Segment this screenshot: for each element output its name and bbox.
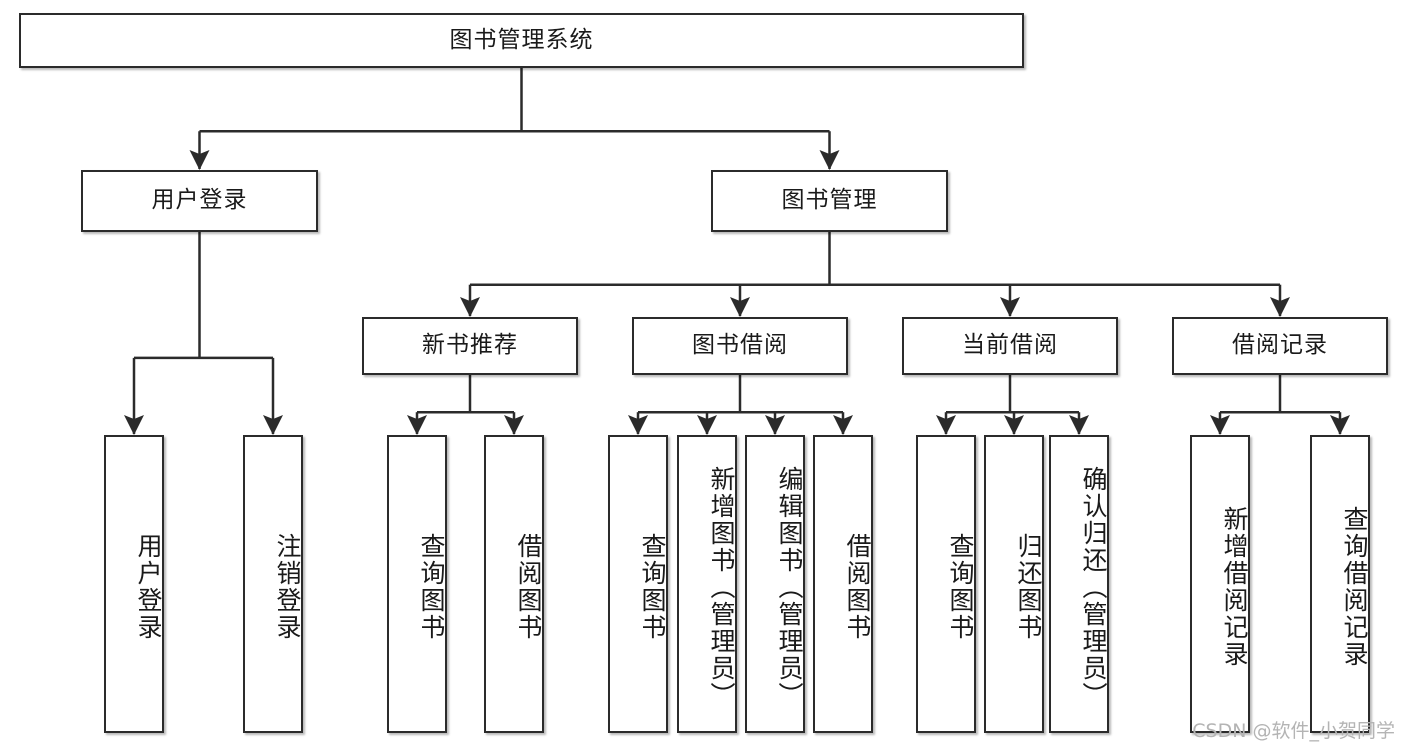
node-label: 新增借阅记录 [1220,506,1249,668]
node-leaf-confirm-return-admin[interactable]: 确认归还（管理员） [1049,435,1109,733]
node-label: 查询图书 [638,533,667,641]
node-label: 图书管理系统 [449,26,594,53]
node-book-borrow[interactable]: 图书借阅 [632,317,848,375]
node-label: 图书借阅 [692,332,788,359]
node-leaf-return-book[interactable]: 归还图书 [984,435,1044,733]
node-leaf-query-book-recommend[interactable]: 查询图书 [387,435,447,733]
node-label: 图书管理 [781,187,878,214]
node-label: 编辑图书（管理员） [775,465,804,709]
node-leaf-borrow-book-recommend[interactable]: 借阅图书 [484,435,544,733]
node-root-system[interactable]: 图书管理系统 [19,13,1024,68]
node-label: 当前借阅 [962,332,1058,359]
node-label: 查询借阅记录 [1340,506,1369,668]
node-label: 用户登录 [134,533,163,641]
node-current-borrow[interactable]: 当前借阅 [902,317,1118,375]
node-leaf-borrow-book[interactable]: 借阅图书 [813,435,873,733]
node-user-login[interactable]: 用户登录 [81,170,318,232]
node-label: 借阅图书 [843,533,872,641]
connector-lines [124,68,1350,436]
node-label: 借阅图书 [514,533,543,641]
node-leaf-query-borrow-record[interactable]: 查询借阅记录 [1310,435,1370,733]
node-leaf-user-login[interactable]: 用户登录 [104,435,164,733]
node-label: 归还图书 [1014,533,1043,641]
node-label: 查询图书 [946,533,975,641]
node-leaf-query-book-current[interactable]: 查询图书 [916,435,976,733]
node-leaf-edit-book-admin[interactable]: 编辑图书（管理员） [745,435,805,733]
node-label: 用户登录 [151,187,248,214]
node-label: 新书推荐 [422,332,518,359]
node-label: 注销登录 [273,533,302,641]
node-label: 查询图书 [417,533,446,641]
node-leaf-add-borrow-record[interactable]: 新增借阅记录 [1190,435,1250,733]
node-borrow-records[interactable]: 借阅记录 [1172,317,1388,375]
node-label: 确认归还（管理员） [1079,465,1108,709]
node-label: 借阅记录 [1232,332,1328,359]
node-book-management[interactable]: 图书管理 [711,170,948,232]
node-new-book-recommend[interactable]: 新书推荐 [362,317,578,375]
node-label: 新增图书（管理员） [707,465,736,709]
node-leaf-query-book[interactable]: 查询图书 [608,435,668,733]
node-leaf-logout[interactable]: 注销登录 [243,435,303,733]
node-leaf-add-book-admin[interactable]: 新增图书（管理员） [677,435,737,733]
